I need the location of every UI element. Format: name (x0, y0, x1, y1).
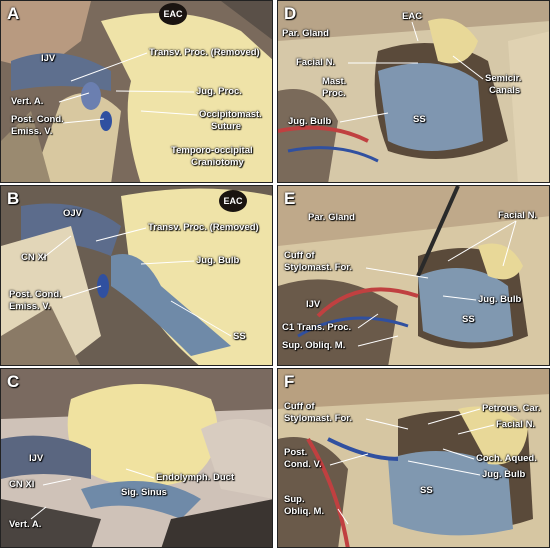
post-cond-label: Post. Cond. (11, 114, 64, 125)
post-cond-label: Post. Cond. (9, 289, 62, 300)
panel-b-letter: B (7, 189, 20, 208)
petrous-car-label: Petrous. Car. (482, 403, 541, 414)
panel-e-letter: E (284, 189, 296, 208)
transv-proc-label: Transv. Proc. (Removed) (148, 222, 259, 233)
transv-proc-label: Transv. Proc. (Removed) (149, 47, 260, 58)
c1-trans-proc-label: C1 Trans. Proc. (282, 322, 352, 333)
par-gland-label: Par. Gland (308, 212, 355, 223)
panel-a-letter: A (7, 4, 20, 23)
eac-label: EAC (402, 11, 423, 22)
ojv-label: OJV (63, 208, 83, 219)
ss-label: SS (233, 331, 246, 342)
sup-obliq-label: Sup. Obliq. M. (282, 340, 346, 351)
cn-xi-label: CN XI (21, 252, 47, 263)
eac-label: EAC (219, 190, 247, 212)
vert-a-label: Vert. A. (11, 96, 44, 107)
obliq-m-label: Obliq. M. (284, 506, 325, 517)
mast-label: Mast. (322, 76, 347, 87)
ss-label: SS (420, 485, 433, 496)
panel-a: A EAC IJV Transv. Proc. (Removed) Jug. P… (0, 0, 273, 183)
panel-b: B EAC OJV Transv. Proc. (Removed) CN XI … (0, 185, 273, 366)
canals-label: Canals (489, 85, 521, 96)
ss-label: SS (462, 314, 475, 325)
sup-label: Sup. (284, 494, 305, 505)
ijv-label: IJV (29, 453, 44, 464)
cn-xi-label: CN XI (9, 479, 35, 490)
craniotomy-label: Craniotomy (191, 157, 244, 168)
panel-d-letter: D (284, 4, 297, 23)
panel-f-letter: F (284, 372, 295, 391)
temporo-occipital-label: Temporo-occipital (171, 145, 253, 156)
panel-f: F Cuff of Stylomast. For. Petrous. Car. … (277, 368, 550, 548)
panel-c: C IJV CN XI Endolymph. Duct Sig. Sinus V… (0, 368, 273, 548)
occipitomast-label: Occipitomast. (199, 109, 262, 120)
cuff-label: Cuff of (284, 250, 315, 261)
panel-e: E Par. Gland Facial N. Cuff of Stylomast… (277, 185, 550, 366)
sig-sinus-label: Sig. Sinus (121, 487, 167, 498)
coch-aqued-label: Coch. Aqued. (476, 453, 537, 464)
endolymph-duct-label: Endolymph. Duct (156, 472, 235, 483)
vert-a-label: Vert. A. (9, 519, 42, 530)
cond-v-label: Cond. V. (284, 459, 322, 470)
par-gland-label: Par. Gland (282, 28, 329, 39)
jug-bulb-label: Jug. Bulb (196, 255, 240, 266)
jug-bulb-label: Jug. Bulb (482, 469, 526, 480)
ijv-label: IJV (306, 299, 321, 310)
post-label: Post. (284, 447, 308, 458)
panel-c-letter: C (7, 372, 20, 391)
facial-n-label: Facial N. (496, 419, 536, 430)
emiss-v-label: Emiss. V. (9, 301, 51, 312)
semicir-label: Semicir. (485, 73, 522, 84)
stylomast-for-label: Stylomast. For. (284, 262, 353, 273)
facial-n-label: Facial N. (498, 210, 538, 221)
jug-bulb-label: Jug. Bulb (478, 294, 522, 305)
jug-proc-label: Jug. Proc. (196, 86, 242, 97)
facial-n-label: Facial N. (296, 57, 336, 68)
panel-d: D EAC Par. Gland Facial N. Mast. Proc. S… (277, 0, 550, 183)
eac-label: EAC (159, 3, 187, 25)
panel-a-photo (1, 1, 272, 182)
ss-label: SS (413, 114, 426, 125)
suture-label: Suture (211, 121, 242, 132)
cuff-label: Cuff of (284, 401, 315, 412)
proc-label: Proc. (322, 88, 346, 99)
ijv-label: IJV (41, 53, 56, 64)
jug-bulb-label: Jug. Bulb (288, 116, 332, 127)
stylomast-for-label: Stylomast. For. (284, 413, 353, 424)
emiss-v-label: Emiss. V. (11, 126, 53, 137)
